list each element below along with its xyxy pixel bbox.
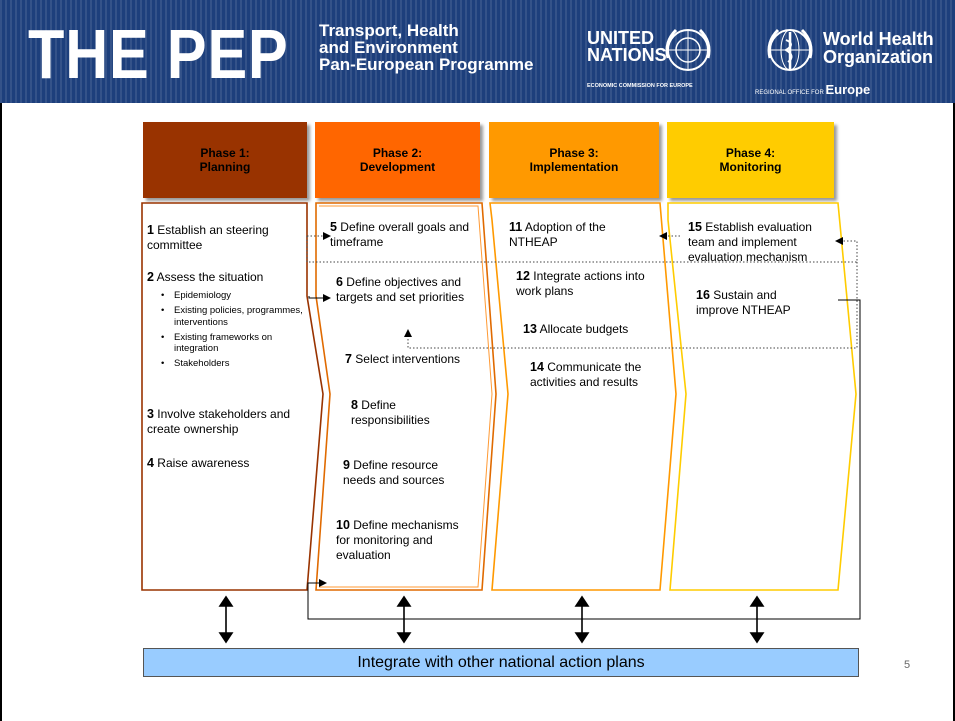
who-emblem-icon [767, 28, 813, 71]
step-number: 4 [147, 456, 154, 470]
un-emblem-icon [665, 28, 711, 71]
un-name: UNITED NATIONS [587, 28, 667, 65]
slide-right-border [953, 103, 955, 721]
step-number: 3 [147, 407, 154, 421]
phase-4-outline [667, 202, 857, 591]
step-number: 1 [147, 223, 154, 237]
step-text: Define overall goals and timeframe [330, 220, 470, 249]
step-number: 10 [336, 518, 350, 532]
step-number: 2 [147, 270, 154, 284]
step-text: Select interventions [355, 352, 461, 366]
step-12: 12 Integrate actions into work plans [516, 269, 671, 299]
phase-3-header: Phase 3:Implementation [489, 122, 659, 198]
step-10: 10 Define mechanisms for monitoring and … [336, 518, 468, 563]
phase-1-name: Planning [199, 160, 251, 174]
phase-1-number: Phase 1: [200, 146, 250, 160]
step-16: 16 Sustain and improve NTHEAP [696, 288, 821, 318]
phase-3-number: Phase 3: [549, 146, 599, 160]
monitoring-loop [307, 299, 861, 620]
phase-2-header: Phase 2:Development [315, 122, 480, 198]
step-text: Define resource needs and sources [343, 458, 445, 487]
page-number: 5 [904, 659, 911, 671]
step-number: 8 [351, 398, 358, 412]
step-3: 3 Involve stakeholders and create owners… [147, 407, 307, 437]
step-text: Adoption of the NTHEAP [509, 220, 606, 249]
pep-subtitle: Transport, Health and Environment Pan-Eu… [319, 22, 533, 73]
phase-3-outline [489, 202, 677, 591]
who-name: World Health Organization [823, 30, 934, 66]
feedback-loop-lower [404, 262, 858, 349]
pep-subtitle-line: and Environment [319, 38, 458, 57]
phase-4-name: Monitoring [719, 160, 782, 174]
who-caption: REGIONAL OFFICE FOR Europe [755, 82, 870, 97]
bullet-item: Stakeholders [157, 358, 307, 370]
step-text: Establish an steering committee [147, 223, 269, 252]
phase-4-header: Phase 4:Monitoring [667, 122, 834, 198]
pep-subtitle-line: Transport, Health [319, 21, 459, 40]
bullet-item: Epidemiology [157, 290, 307, 302]
step-number: 6 [336, 275, 343, 289]
step-text: Allocate budgets [539, 322, 629, 336]
step-text: Sustain and improve NTHEAP [696, 288, 791, 317]
phase-2-outline [315, 202, 497, 591]
who-name-line: Organization [823, 47, 934, 67]
step-text: Establish evaluation team and implement … [688, 220, 812, 264]
step-number: 14 [530, 360, 544, 374]
bullet-item: Existing frameworks on integration [157, 332, 307, 355]
who-caption-europe: Europe [825, 82, 871, 97]
slide-left-border [0, 103, 2, 721]
step-text: Define responsibilities [351, 398, 430, 427]
step-text: Integrate actions into work plans [516, 269, 645, 298]
step-4: 4 Raise awareness [147, 456, 305, 471]
step-1: 1 Establish an steering committee [147, 223, 305, 253]
step-7: 7 Select interventions [345, 352, 480, 367]
step-number: 11 [509, 220, 523, 234]
step-text: Raise awareness [157, 456, 250, 470]
phase-4-number: Phase 4: [725, 146, 776, 160]
pep-subtitle-line: Pan-European Programme [319, 55, 534, 74]
un-name-line: UNITED [587, 28, 654, 48]
step-text: Involve stakeholders and create ownershi… [147, 407, 291, 436]
step-text: Communicate the activities and results [530, 360, 642, 389]
pep-logo-title: THE PEP [28, 15, 289, 93]
un-name-line: NATIONS [587, 45, 667, 65]
step-14: 14 Communicate the activities and result… [530, 360, 660, 390]
step-5: 5 Define overall goals and timeframe [330, 220, 480, 250]
step-number: 12 [516, 269, 530, 283]
step-number: 15 [688, 220, 702, 234]
phase-1-header: Phase 1:Planning [143, 122, 307, 198]
phase-1-outline [141, 202, 324, 591]
step-number: 7 [345, 352, 352, 366]
step-15: 15 Establish evaluation team and impleme… [688, 220, 833, 265]
step-9: 9 Define resource needs and sources [343, 458, 473, 488]
step-text: Define mechanisms for monitoring and eva… [336, 518, 459, 562]
step-text: Assess the situation [156, 270, 264, 284]
step-number: 9 [343, 458, 350, 472]
step-number: 13 [523, 322, 537, 336]
step-13: 13 Allocate budgets [523, 322, 663, 337]
step-number: 16 [696, 288, 710, 302]
step-2-bullets: Epidemiology Existing policies, programm… [157, 290, 307, 370]
step-2: 2 Assess the situation [147, 270, 305, 285]
who-name-line: World Health [823, 29, 934, 49]
step-6: 6 Define objectives and targets and set … [336, 275, 476, 305]
double-arrows [218, 595, 765, 644]
phase-3-name: Implementation [529, 160, 619, 174]
step-text: Define objectives and targets and set pr… [336, 275, 465, 304]
integration-bar: Integrate with other national action pla… [143, 648, 859, 677]
phase-2-inner-outline [319, 205, 493, 588]
un-caption: ECONOMIC COMMISSION FOR EUROPE [587, 83, 693, 89]
step-8: 8 Define responsibilities [351, 398, 461, 428]
who-caption-small: REGIONAL OFFICE FOR [755, 90, 824, 96]
phase-2-number: Phase 2: [372, 146, 423, 160]
header-banner: THE PEP Transport, Health and Environmen… [0, 0, 955, 103]
phase-2-name: Development [359, 160, 436, 174]
bullet-item: Existing policies, programmes, intervent… [157, 305, 307, 328]
step-11: 11 Adoption of the NTHEAP [509, 220, 649, 250]
step-number: 5 [330, 220, 337, 234]
